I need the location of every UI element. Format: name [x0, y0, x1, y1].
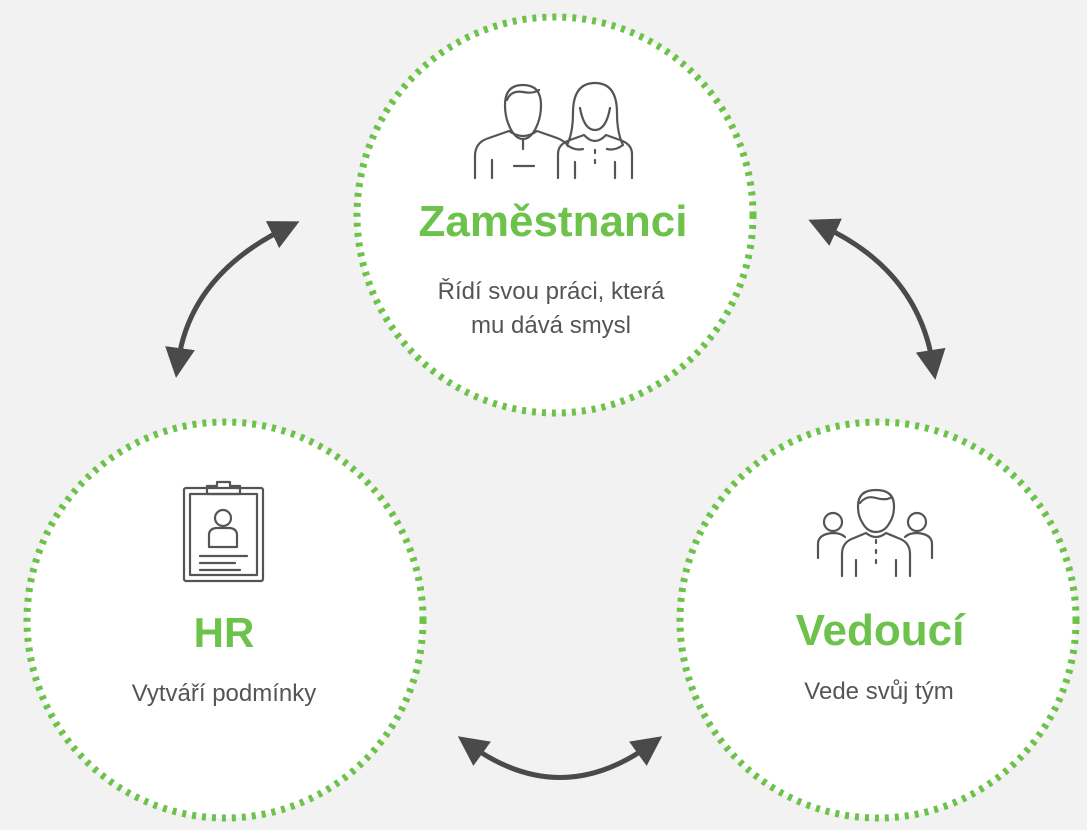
node-hr: HR Vytváří podmínky [23, 418, 427, 822]
employees-desc-line1: Řídí svou práci, která [438, 278, 665, 305]
manager-desc: Vede svůj tým [804, 678, 953, 705]
hr-circle [23, 418, 427, 822]
manager-title: Vedoucí [796, 606, 966, 655]
arrow-employees-manager [808, 218, 946, 380]
node-manager: Vedoucí Vede svůj tým [676, 418, 1080, 822]
man-and-woman-icon [473, 81, 634, 180]
connector-hr-employees [165, 221, 300, 378]
node-employees: Zaměstnanci Řídí svou práci, která mu dá… [353, 13, 757, 417]
connector-hr-manager [457, 736, 663, 780]
employees-title: Zaměstnanci [419, 197, 688, 246]
arrow-hr-employees [165, 221, 300, 378]
manager-circle [676, 418, 1080, 822]
clipboard-profile-icon [182, 480, 265, 583]
team-leader-icon [816, 488, 934, 578]
employees-circle [353, 13, 757, 417]
arrow-hr-manager [457, 736, 663, 780]
hr-desc: Vytváří podmínky [132, 680, 317, 707]
hr-title: HR [194, 609, 255, 656]
connector-employees-manager [808, 218, 946, 380]
employees-desc-line2: mu dává smysl [471, 312, 631, 339]
